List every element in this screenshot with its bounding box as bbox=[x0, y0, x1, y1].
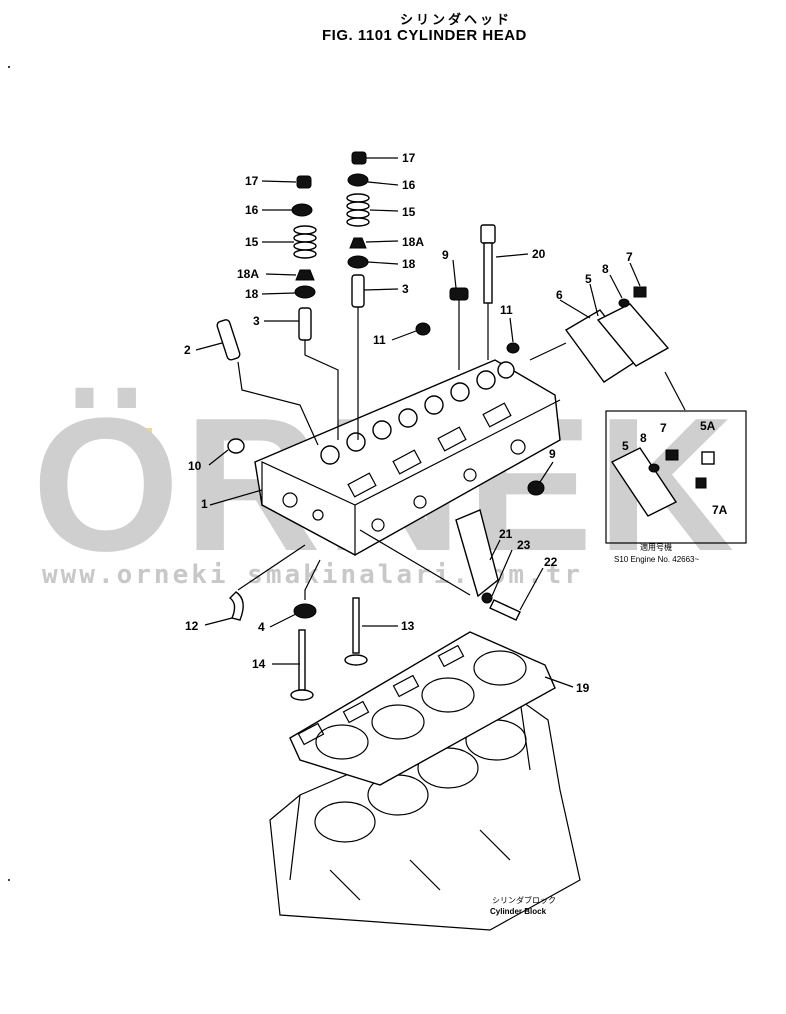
figure-title: FIG. 1101 CYLINDER HEAD bbox=[322, 27, 527, 44]
part-8-washer bbox=[618, 298, 630, 308]
inset-label-5: 5 bbox=[622, 439, 629, 453]
inset-label-7A: 7A bbox=[712, 503, 728, 517]
part-20-head-bolt bbox=[480, 224, 496, 360]
inset-label-8: 8 bbox=[640, 431, 647, 445]
scan-speck bbox=[8, 66, 10, 68]
part-5-cover bbox=[596, 303, 670, 367]
part-13-exhaust-valve bbox=[344, 597, 368, 666]
valve-guide-right bbox=[351, 274, 365, 308]
scan-speck bbox=[8, 879, 10, 881]
watermark-accent-right bbox=[114, 428, 152, 438]
leader-lines bbox=[195, 157, 641, 688]
part-22-bolt bbox=[489, 599, 521, 621]
part-14-intake-valve bbox=[290, 629, 314, 701]
cylinder-head bbox=[254, 359, 561, 557]
part-12-tube bbox=[228, 591, 244, 621]
callout-21: 21 bbox=[499, 527, 513, 541]
callout-4: 4 bbox=[258, 620, 265, 634]
callout-15-left: 15 bbox=[245, 235, 259, 249]
part-9-plug-top bbox=[449, 287, 469, 301]
callout-18-left: 18 bbox=[245, 287, 259, 301]
callout-8: 8 bbox=[602, 262, 609, 276]
cylinder-block-label-japanese: シリンダブロック bbox=[492, 895, 556, 905]
left-valve-stack bbox=[291, 175, 339, 440]
part-2-sleeve bbox=[216, 319, 319, 446]
side-cover-assembly bbox=[529, 286, 686, 411]
cylinder-block-label: Cylinder Block bbox=[490, 907, 547, 916]
callout-22: 22 bbox=[544, 555, 558, 569]
callout-2: 2 bbox=[184, 343, 191, 357]
callout-18A-right: 18A bbox=[402, 235, 424, 249]
bracket-assembly bbox=[359, 509, 521, 621]
spring-seat-18A-left bbox=[295, 269, 315, 281]
callout-18A-left: 18A bbox=[237, 267, 259, 281]
inset-detail: 7 5A 8 5 7A 適用号機 S10 Engine No. 42663~ bbox=[605, 410, 747, 564]
part-11-plug-right bbox=[506, 342, 520, 354]
callout-7: 7 bbox=[626, 250, 633, 264]
valve-guide-left bbox=[298, 307, 312, 341]
part-4-seal bbox=[293, 603, 317, 619]
callout-10: 10 bbox=[188, 459, 202, 473]
callout-15-right: 15 bbox=[402, 205, 416, 219]
callout-16-right: 16 bbox=[402, 178, 416, 192]
callout-19: 19 bbox=[576, 681, 590, 695]
valve-cotter-right bbox=[351, 151, 367, 165]
valve-spring-left bbox=[293, 225, 317, 259]
spring-seat-18A-right bbox=[349, 237, 367, 249]
inset-label-5A: 5A bbox=[700, 419, 716, 433]
head-valve-train bbox=[320, 361, 515, 465]
valve-cotter-left bbox=[296, 175, 312, 189]
callout-16-left: 16 bbox=[245, 203, 259, 217]
spring-seat-18-right bbox=[347, 255, 369, 269]
spring-retainer-right bbox=[347, 173, 369, 187]
callout-18-right: 18 bbox=[402, 257, 416, 271]
callout-3-left: 3 bbox=[253, 314, 260, 328]
callout-3-right: 3 bbox=[402, 282, 409, 296]
callout-6: 6 bbox=[556, 288, 563, 302]
callout-9-top: 9 bbox=[442, 248, 449, 262]
callout-11-left: 11 bbox=[373, 333, 386, 347]
spring-retainer-left bbox=[291, 203, 313, 217]
callout-17-left: 17 bbox=[245, 174, 259, 188]
inset-note-japanese: 適用号機 bbox=[640, 542, 672, 552]
callout-9-right: 9 bbox=[549, 447, 556, 461]
callout-23: 23 bbox=[517, 538, 531, 552]
head-gasket bbox=[289, 631, 556, 786]
inset-note: S10 Engine No. 42663~ bbox=[614, 555, 700, 564]
inset-label-7: 7 bbox=[660, 421, 667, 435]
valve-spring-right bbox=[346, 193, 370, 227]
callout-5: 5 bbox=[585, 272, 592, 286]
callout-17-right: 17 bbox=[402, 151, 416, 165]
inset-frame bbox=[605, 410, 747, 544]
callout-20: 20 bbox=[532, 247, 546, 261]
callout-11-right: 11 bbox=[500, 303, 513, 317]
figure-title-japanese: シリンダヘッド bbox=[400, 12, 513, 27]
watermark-accent-left bbox=[68, 428, 106, 438]
part-7-bolt bbox=[633, 286, 647, 298]
callout-labels: 17 16 15 18A 18 3 17 16 15 18A 18 3 2 9 … bbox=[184, 151, 633, 695]
part-11-plug-left bbox=[415, 322, 431, 336]
part-9-plug-right bbox=[527, 480, 545, 496]
callout-1: 1 bbox=[201, 497, 208, 511]
callout-12: 12 bbox=[185, 619, 199, 633]
part-23-washer bbox=[481, 592, 493, 604]
part-10-plug bbox=[227, 438, 245, 454]
part-21-bracket bbox=[455, 509, 499, 598]
callout-14: 14 bbox=[252, 657, 266, 671]
spring-seat-18-left bbox=[294, 285, 316, 299]
callout-13: 13 bbox=[401, 619, 415, 633]
